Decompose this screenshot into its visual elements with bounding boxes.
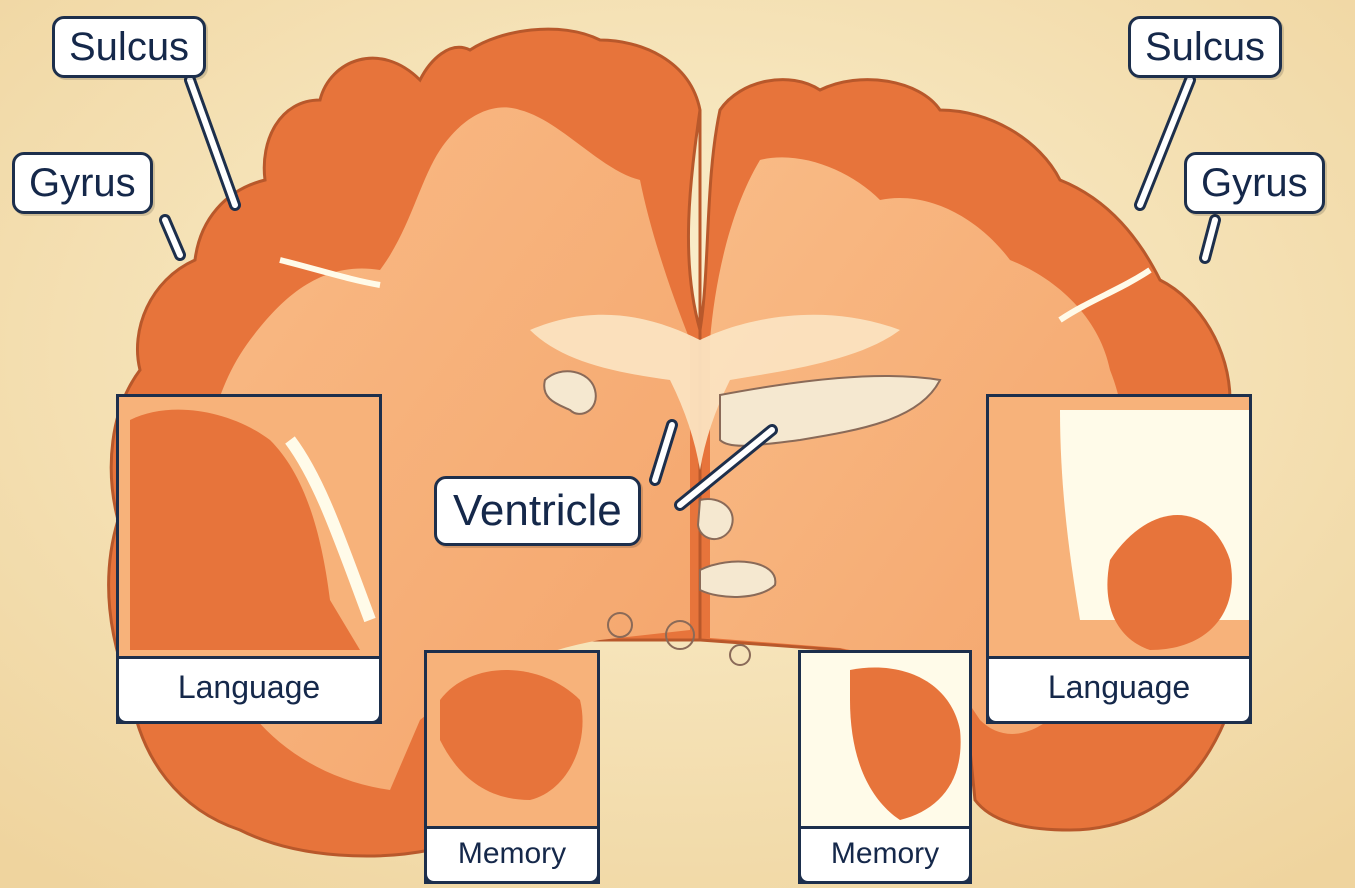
memory-left-caption: Memory (424, 826, 600, 884)
memory-right-box: Memory (798, 650, 972, 884)
memory-left-box: Memory (424, 650, 600, 884)
lower-ventricle (700, 562, 775, 597)
ventricle-label: Ventricle (434, 476, 641, 546)
language-left-box: Language (116, 394, 382, 724)
sulcus-left-label: Sulcus (52, 16, 206, 78)
gyrus-right-label: Gyrus (1184, 152, 1325, 214)
sulcus-right-label: Sulcus (1128, 16, 1282, 78)
language-left-caption: Language (116, 656, 382, 724)
gyrus-left-label: Gyrus (12, 152, 153, 214)
language-right-box: Language (986, 394, 1252, 724)
memory-right-caption: Memory (798, 826, 972, 884)
language-right-caption: Language (986, 656, 1252, 724)
